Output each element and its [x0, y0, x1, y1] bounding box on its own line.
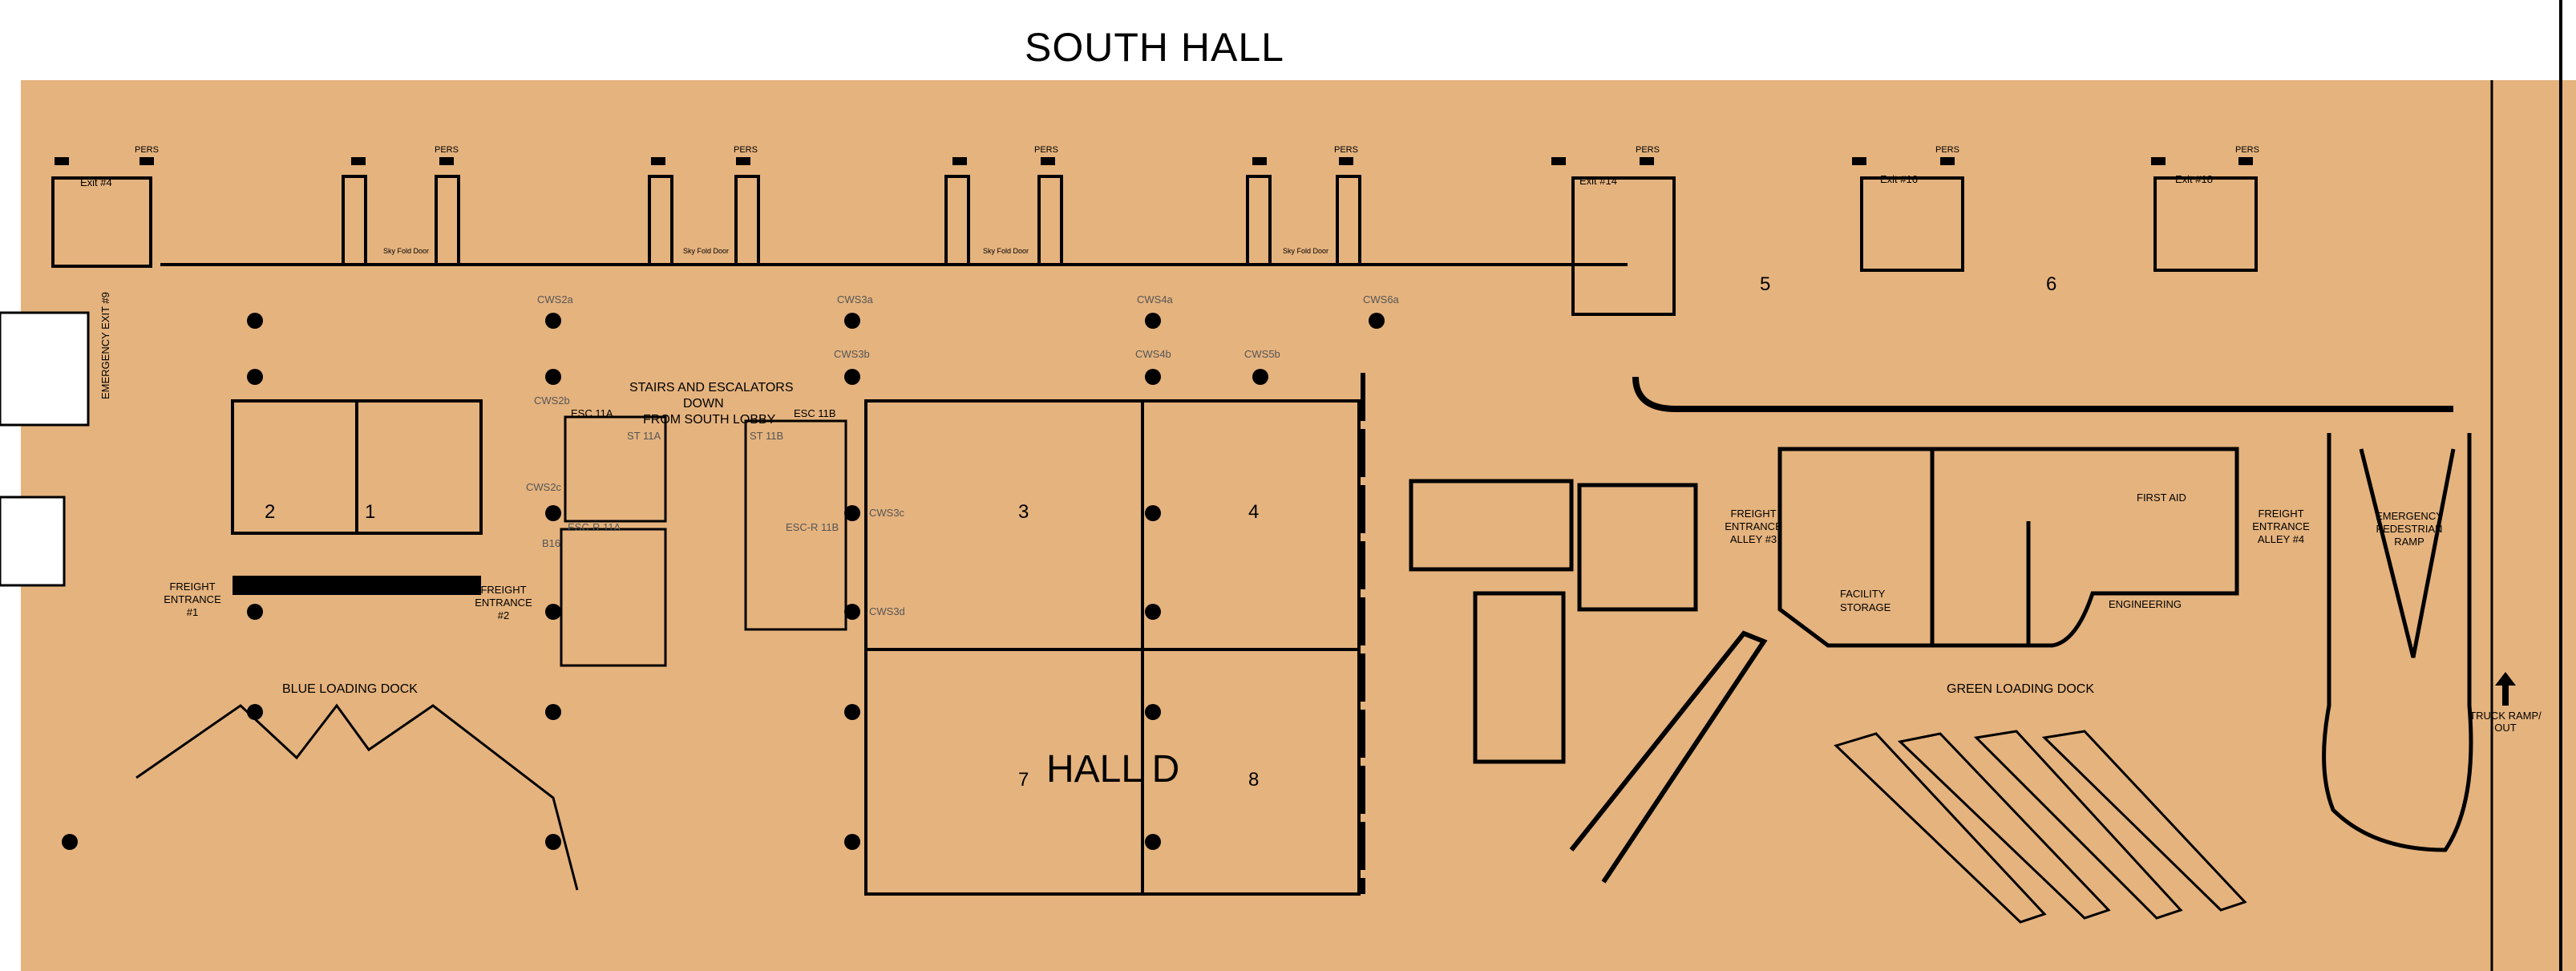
freight-label: FREIGHT: [2258, 508, 2303, 520]
section-number: 6: [2046, 273, 2056, 295]
ramp-label: RAMP: [2394, 536, 2424, 548]
service-rooms: [1777, 447, 2239, 648]
freight-label: ENTRANCE: [164, 593, 221, 605]
freight-label: ENTRANCE: [475, 597, 532, 609]
section-number: 4: [1248, 501, 1259, 523]
freight-alley-3: FREIGHT ENTRANCE ALLEY #3: [1725, 508, 1782, 545]
freight-entrance-1: FREIGHT ENTRANCE #1: [164, 581, 221, 618]
sky-fold-door-label: Sky Fold Door: [383, 247, 429, 255]
pers-label: PERS: [135, 145, 159, 155]
section-number: 2: [265, 501, 275, 523]
ramp-label: EMERGENCY: [2376, 510, 2443, 522]
up-arrow-icon: [2495, 672, 2516, 706]
pers-label: PERS: [435, 145, 459, 155]
hall-d-grid: [864, 399, 1361, 896]
engineering-label: ENGINEERING: [2109, 598, 2182, 610]
cws-label: CWS3b: [834, 348, 870, 360]
pers-label: PERS: [1034, 145, 1058, 155]
room-1: [355, 399, 483, 535]
cws-label: CWS5b: [1244, 348, 1280, 360]
cws-label: CWS6a: [1363, 293, 1400, 305]
esc-11b-label: ESC 11B: [794, 407, 836, 419]
exit-18-label: Exit #18: [2175, 173, 2213, 185]
blue-loading-dock-label: BLUE LOADING DOCK: [282, 682, 418, 696]
stairs-label-line2: DOWN: [683, 397, 724, 411]
freight-label: #2: [498, 609, 509, 621]
st-11a-label: ST 11A: [627, 430, 661, 442]
emergency-exit-label: EMERGENCY EXIT #9: [99, 292, 111, 399]
green-loading-dock-label: GREEN LOADING DOCK: [1947, 682, 2094, 696]
green-dock-edge: [1569, 630, 1768, 884]
freight-label: ENTRANCE: [1725, 520, 1782, 532]
south-hall-floor: [21, 80, 2576, 971]
freight-label: ENTRANCE: [2252, 520, 2310, 532]
truck-ramp-text: TRUCK RAMP/: [2469, 710, 2542, 722]
freight-label: FREIGHT: [169, 581, 215, 593]
section-number: 5: [1760, 273, 1770, 295]
columns: [62, 313, 1385, 850]
west-exit-block: [0, 496, 66, 587]
cws-label: CWS4b: [1135, 348, 1171, 360]
freight-label: FREIGHT: [1730, 508, 1776, 520]
dock-diagonals: [1834, 730, 2247, 924]
pers-label: PERS: [1935, 145, 1959, 155]
section-number: 7: [1018, 769, 1029, 791]
truck-ramp-label: TRUCK RAMP/ OUT: [2469, 710, 2542, 734]
core-area: [1409, 479, 1698, 764]
pers-label: PERS: [1334, 145, 1358, 155]
facility-storage-label: STORAGE: [1840, 601, 1891, 613]
freight-alley-4: FREIGHT ENTRANCE ALLEY #4: [2252, 508, 2310, 545]
west-exit-block: [0, 311, 90, 427]
emergency-ramp-label: EMERGENCY PEDESTRIAN RAMP: [2376, 510, 2443, 548]
cws-label: CWS3a: [837, 293, 874, 305]
exit-14-label: Exit #14: [1579, 175, 1617, 187]
section-number: 8: [1248, 769, 1259, 791]
section-number: 3: [1018, 501, 1029, 523]
stair-escalator-blocks: [560, 415, 847, 667]
exit-bays: [51, 176, 2258, 316]
stairs-label-line1: STAIRS AND ESCALATORS: [629, 381, 794, 394]
door-labels: Sky Fold Door Sky Fold Door Sky Fold Doo…: [383, 247, 1328, 255]
pers-label: PERS: [734, 145, 758, 155]
sky-fold-door-label: Sky Fold Door: [1283, 247, 1328, 255]
sky-fold-door-label: Sky Fold Door: [683, 247, 729, 255]
facility-storage-label: FACILITY: [1840, 588, 1886, 600]
truck-ramp-text: OUT: [2494, 722, 2517, 734]
ramp-structure: [2322, 433, 2473, 852]
door-pillars: [342, 175, 1361, 266]
pers-labels: PERS PERS PERS PERS PERS PERS PERS PERS: [135, 145, 2259, 155]
north-wall: [1632, 376, 2453, 412]
exit-16-label: Exit #16: [1880, 173, 1918, 185]
exit-4-label: Exit #4: [80, 176, 112, 188]
st-11b-label: ST 11B: [750, 430, 783, 442]
cws-label: CWS4a: [1137, 293, 1174, 305]
freight-label: ALLEY #4: [2258, 533, 2304, 545]
freight-label: FREIGHT: [480, 584, 526, 596]
map-title: SOUTH HALL: [1025, 25, 1284, 70]
hall-d-label: HALL D: [1046, 748, 1179, 791]
pers-doors: [55, 157, 2253, 165]
freight-entrance-2: FREIGHT ENTRANCE #2: [475, 584, 532, 621]
cws-label: CWS2b: [534, 394, 570, 407]
freight-1-wall: [233, 576, 481, 595]
cws-label: CWS3d: [869, 605, 905, 617]
first-aid-label: FIRST AID: [2137, 492, 2186, 504]
cws-label: CWS3c: [869, 507, 905, 519]
esc-11a-label: ESC 11A: [571, 407, 613, 419]
sky-fold-door-label: Sky Fold Door: [983, 247, 1029, 255]
section-number: 1: [365, 501, 375, 523]
esc-r-11b-label: ESC-R 11B: [786, 521, 839, 533]
pers-label: PERS: [2235, 145, 2259, 155]
freight-label: #1: [187, 606, 198, 618]
stairs-label-line3: FROM SOUTH LOBBY: [643, 413, 776, 427]
cws-label: CWS2c: [526, 481, 562, 493]
freight-label: ALLEY #3: [1730, 533, 1777, 545]
pers-label: PERS: [1636, 145, 1660, 155]
esc-r-11a-label: ESC-R 11A: [568, 521, 621, 533]
ramp-label: PEDESTRIAN: [2376, 523, 2442, 535]
b16-label: B16: [542, 537, 560, 549]
cws-label: CWS2a: [537, 293, 574, 305]
